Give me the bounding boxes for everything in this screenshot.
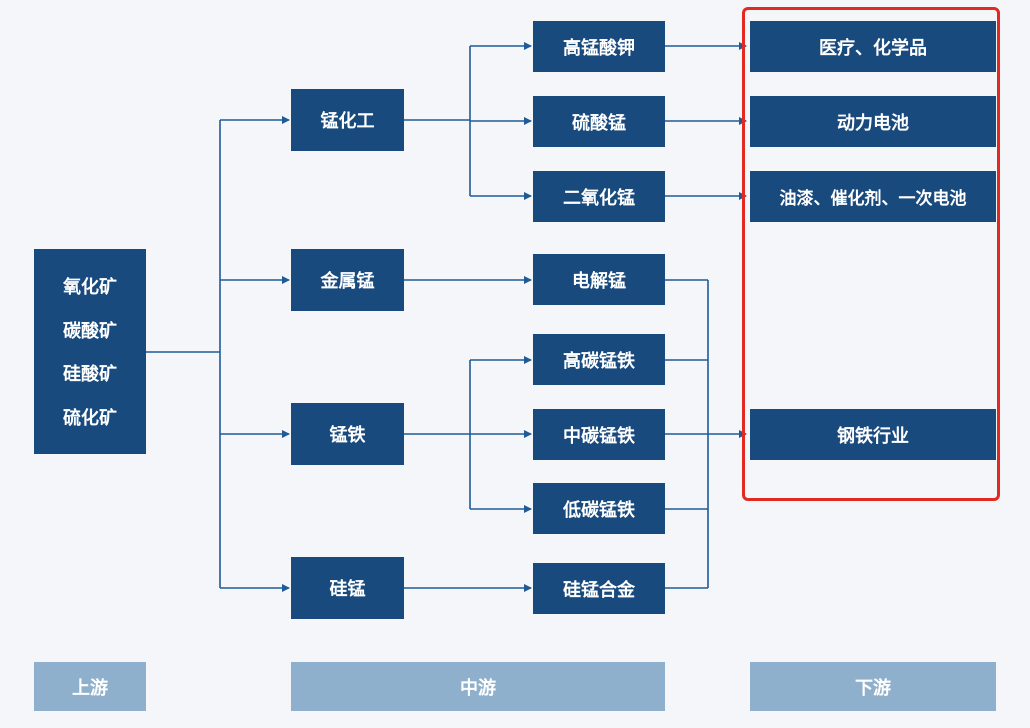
stage-label-upstream: 上游 <box>34 662 146 711</box>
node-medium-carbon-ferromanganese: 中碳锰铁 <box>533 409 665 460</box>
node-manganese-sulfate: 硫酸锰 <box>533 96 665 147</box>
node-metal-manganese: 金属锰 <box>291 249 404 311</box>
ore-oxide: 氧化矿 <box>63 276 117 298</box>
node-silicomanganese: 硅锰 <box>291 557 404 619</box>
node-power-battery: 动力电池 <box>750 96 996 147</box>
node-ferromanganese: 锰铁 <box>291 403 404 465</box>
node-manganese-dioxide: 二氧化锰 <box>533 171 665 222</box>
ore-carbonate: 碳酸矿 <box>63 320 117 342</box>
node-low-carbon-ferromanganese: 低碳锰铁 <box>533 483 665 534</box>
node-manganese-chemicals: 锰化工 <box>291 89 404 151</box>
stage-label-midstream: 中游 <box>291 662 665 711</box>
ore-sulfide: 硫化矿 <box>63 408 117 430</box>
node-medical-chemicals: 医疗、化学品 <box>750 21 996 72</box>
node-silicomanganese-alloy: 硅锰合金 <box>533 563 665 614</box>
node-steel-industry: 钢铁行业 <box>750 409 996 460</box>
node-paint-catalyst-battery: 油漆、催化剂、一次电池 <box>750 171 996 222</box>
stage-label-downstream: 下游 <box>750 662 996 711</box>
ore-silicate: 硅酸矿 <box>63 364 117 386</box>
node-high-carbon-ferromanganese: 高碳锰铁 <box>533 334 665 385</box>
node-electrolytic-manganese: 电解锰 <box>533 254 665 305</box>
upstream-ores-box: 氧化矿 碳酸矿 硅酸矿 硫化矿 <box>34 249 146 454</box>
downstream-highlight-frame <box>742 7 1000 501</box>
node-potassium-permanganate: 高锰酸钾 <box>533 21 665 72</box>
